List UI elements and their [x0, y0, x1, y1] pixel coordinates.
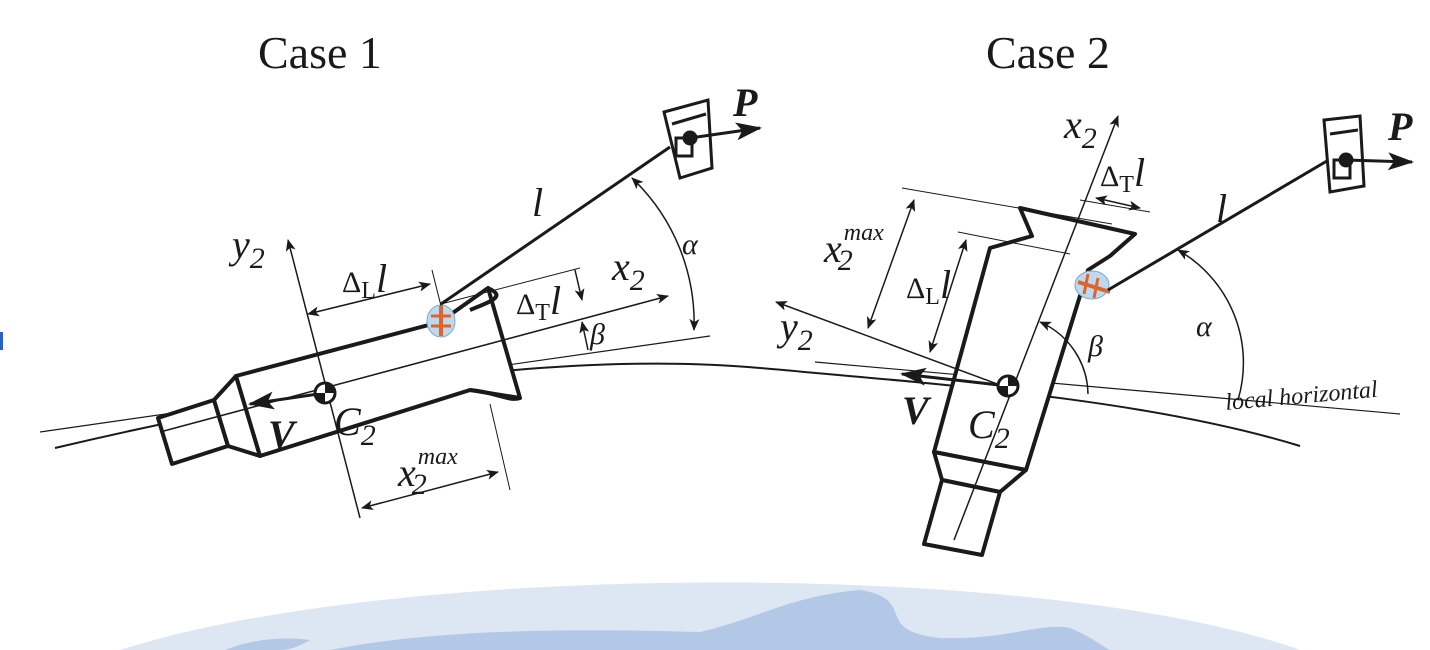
case2-tether [1107, 156, 1333, 292]
case1-label-x2: x2 [611, 244, 645, 297]
case2-delta-t-dim [1095, 195, 1141, 211]
case2-payload [1322, 114, 1366, 194]
case1-x2max-dim [361, 469, 499, 511]
case1-center-of-mass [313, 381, 337, 405]
case1-delta-l-ext [431, 269, 442, 307]
case1-label-beta: β [589, 318, 605, 351]
case2-label-l: l [1216, 186, 1227, 231]
case2-label-beta: β [1087, 330, 1103, 363]
case1-p-arrow [689, 122, 762, 141]
case2-group: Case 2 [775, 27, 1414, 557]
case1-tether-attachment [426, 304, 456, 338]
case1-x2max-ext [489, 403, 511, 491]
case2-x2max-ext-top [901, 187, 1113, 225]
case1-alpha-arc [631, 177, 700, 331]
case2-label-C2: C2 [968, 402, 1010, 455]
case1-y2-axis [285, 239, 361, 519]
case2-label-x2: x2 [1063, 102, 1097, 155]
case2-center-of-mass [996, 374, 1020, 398]
case2-y2-axis [775, 301, 1009, 389]
case2-tether-attachment [1074, 270, 1111, 300]
case2-x2max-dim [867, 199, 915, 329]
case1-label-l: l [532, 180, 543, 225]
case2-label-y2: y2 [776, 304, 813, 357]
case1-label-P: P [732, 80, 758, 125]
case1-label-delta-t: ΔTl [516, 278, 561, 326]
case1-tether [440, 145, 671, 306]
edge-mark [0, 332, 3, 350]
case1-delta-t-dim [574, 269, 585, 301]
case2-delta-l-ext-top [957, 231, 1071, 255]
case1-delta-l-dim [307, 281, 431, 317]
case1-flare [469, 286, 521, 401]
case2-label-alpha: α [1196, 310, 1213, 343]
case1-delta-t-ext1 [440, 267, 581, 305]
case1-delta-t-dim2 [579, 321, 590, 351]
case2-beta-arc [1039, 321, 1089, 395]
case2-title: Case 2 [986, 27, 1110, 78]
case1-velocity-arrow [248, 391, 326, 410]
case1-label-y2: y2 [228, 222, 265, 275]
case2-label-V: V [902, 388, 932, 433]
case1-title: Case 1 [258, 27, 382, 78]
case1-label-delta-l: ΔLl [342, 256, 387, 304]
case1-label-C2: C2 [334, 399, 376, 452]
case2-p-arrow [1345, 152, 1414, 171]
case1-x2-axis [159, 294, 669, 433]
case2-label-delta-l: ΔLl [906, 262, 951, 310]
case2-delta-l-dim [928, 239, 968, 353]
case2-alpha-arc [1177, 249, 1245, 401]
case2-label-delta-t: ΔTl [1100, 150, 1145, 198]
earth-surface [120, 582, 1300, 650]
earth [120, 582, 1300, 650]
earth-continent-west [225, 638, 310, 650]
case2-velocity-arrow [900, 367, 1009, 388]
case1-payload [662, 98, 714, 180]
case1-group: Case 1 [156, 27, 762, 519]
case2-x2-axis [953, 115, 1119, 541]
case1-label-alpha: α [682, 228, 699, 261]
case2-label-P: P [1387, 104, 1413, 149]
case1-label-V: V [268, 412, 298, 457]
earth-continent [330, 590, 1110, 650]
